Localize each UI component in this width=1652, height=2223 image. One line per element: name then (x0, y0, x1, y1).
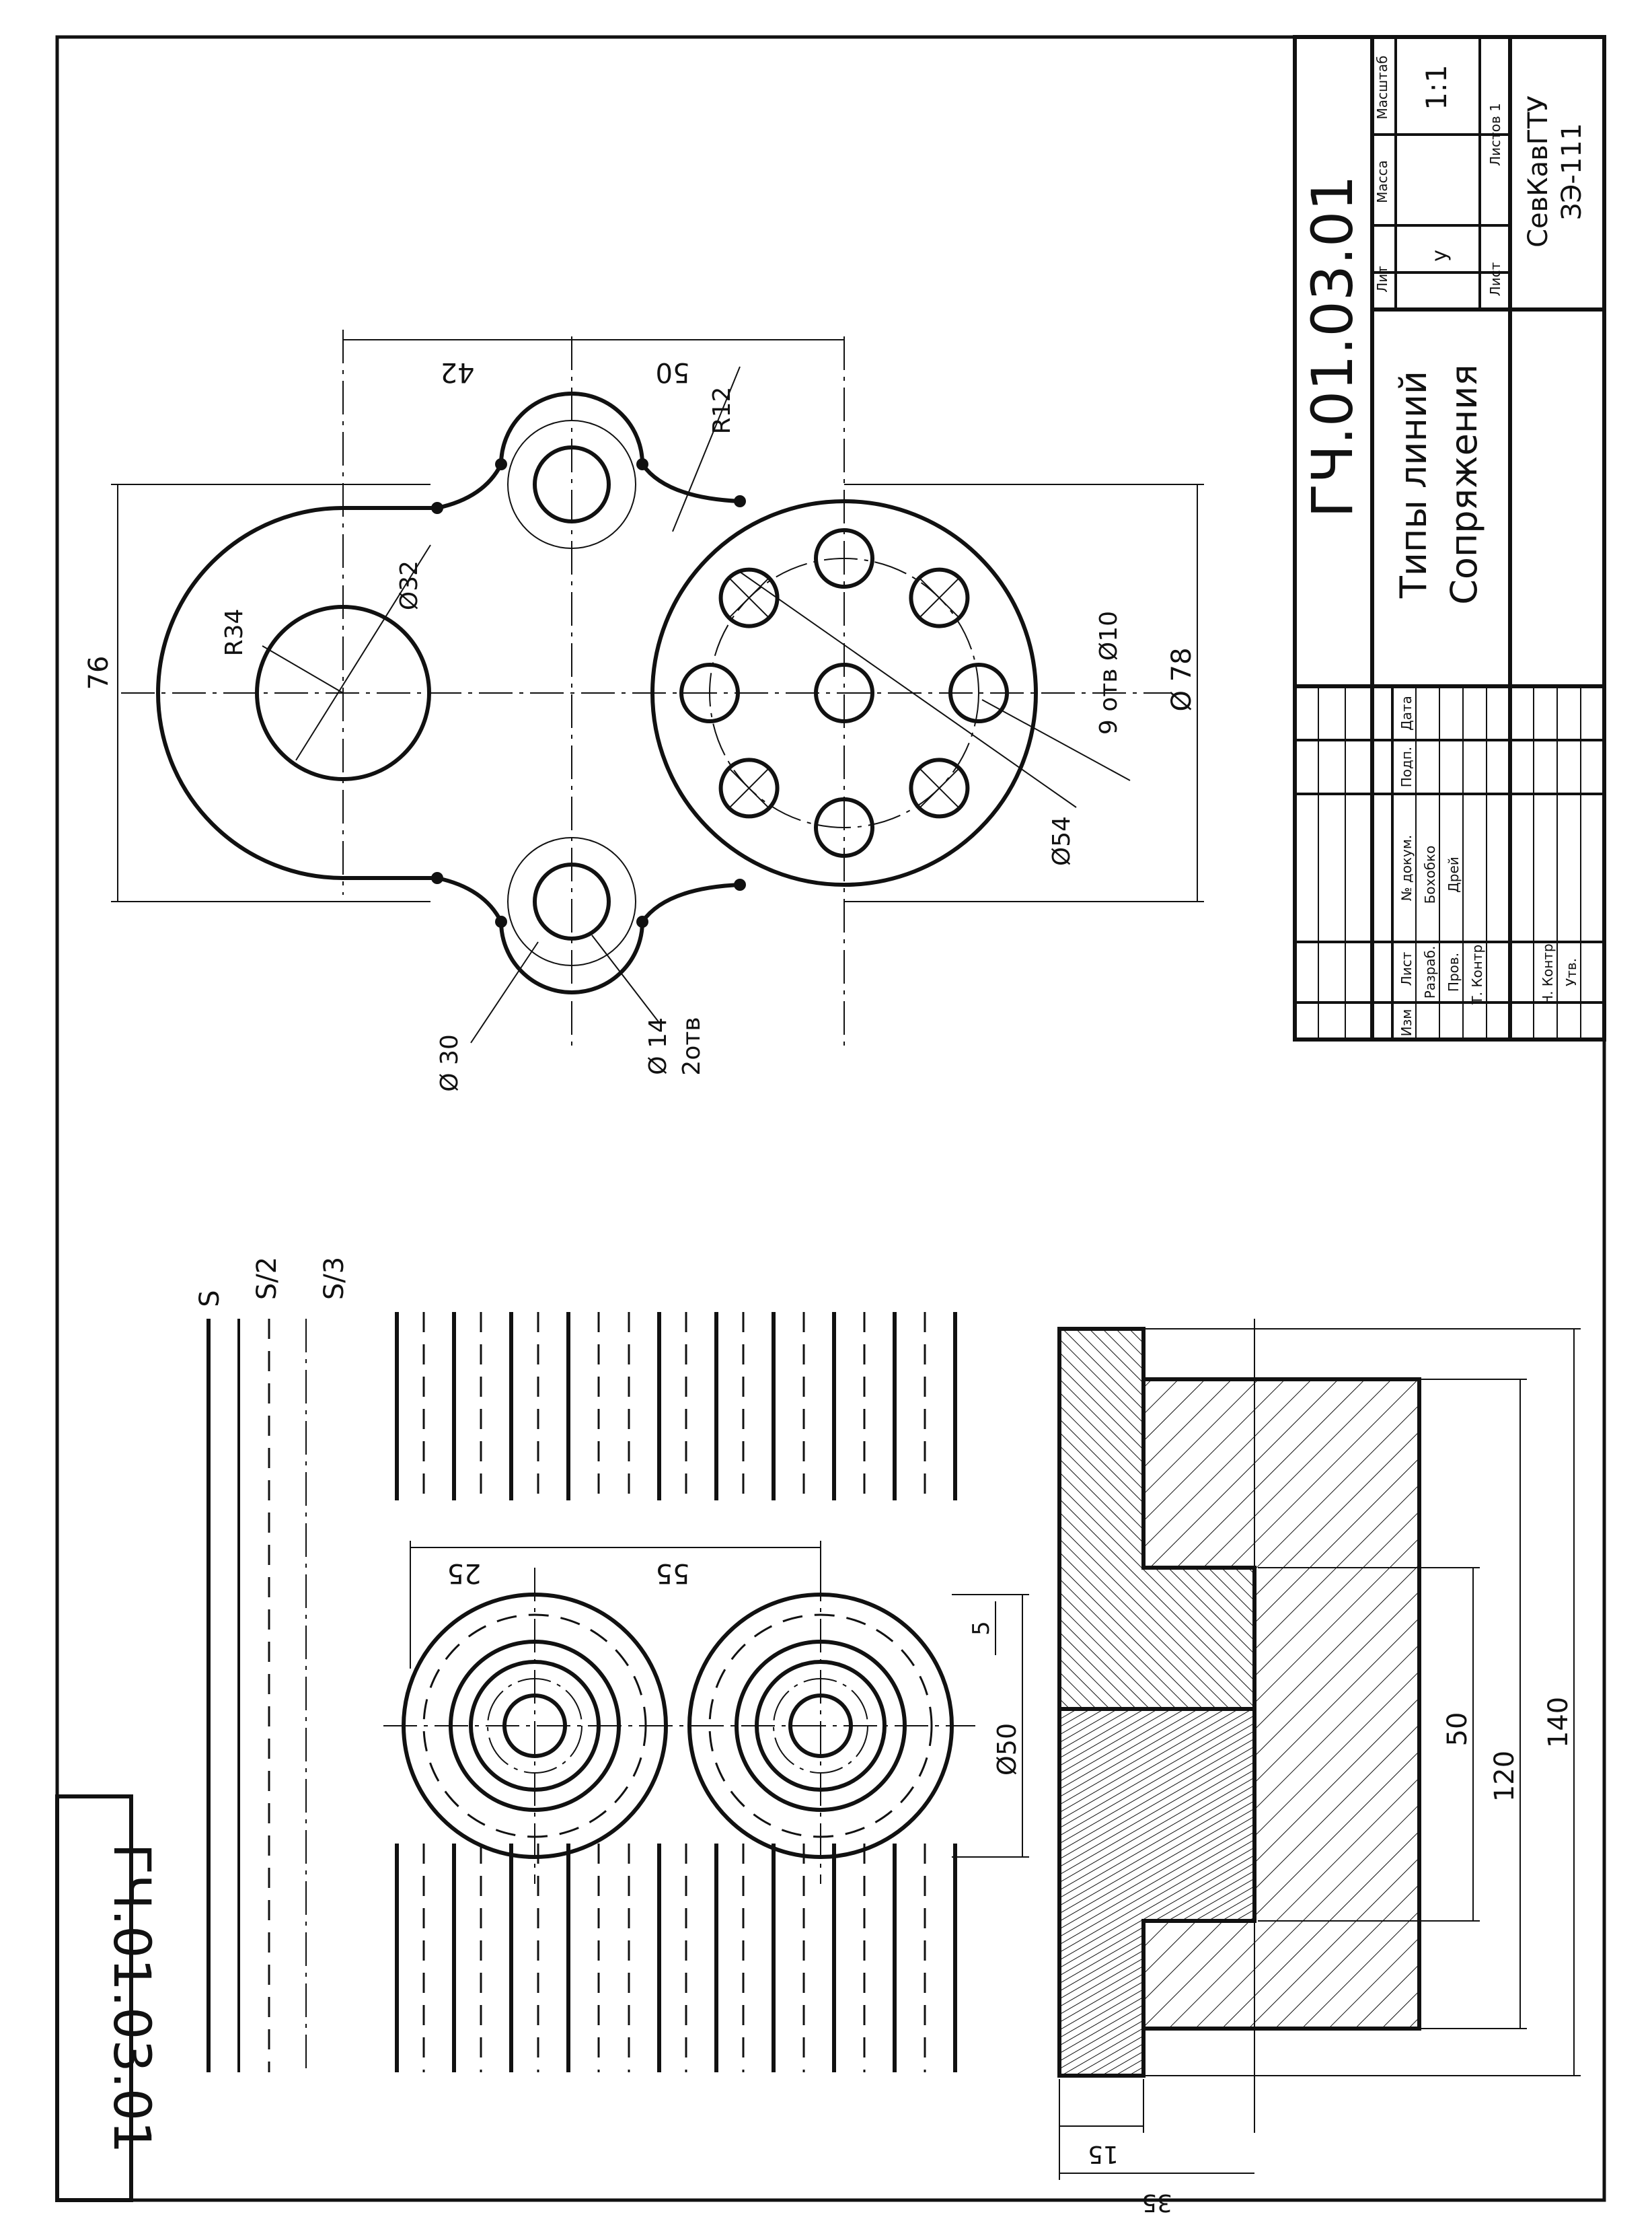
bolt-hole-cross (728, 577, 769, 618)
dim-r34: R34 (221, 609, 248, 657)
sheet-label: Лист (1487, 262, 1503, 296)
scale-value: 1:1 (1420, 65, 1453, 110)
hdr-list: Лист (1398, 951, 1415, 986)
dim-76: 76 (83, 656, 114, 690)
name-razrab: Бохобко (1422, 846, 1438, 904)
hdr-izm: Изм (1398, 1009, 1415, 1037)
letter-value: у (1428, 250, 1452, 262)
dim-50-top: 50 (656, 357, 690, 388)
bolt-hole-cross (919, 577, 960, 618)
code-tab-label: ГЧ.01.03.01 (102, 1843, 162, 2153)
code-tab: ГЧ.01.03.01 (55, 1794, 162, 2202)
dim-42: 42 (441, 357, 475, 388)
group: ЗЭ-111 (1556, 123, 1587, 220)
col-lit: Лит (1374, 266, 1390, 293)
col-mass: Масса (1374, 160, 1390, 203)
name-prov: Дрей (1446, 857, 1462, 893)
bolt-hole (814, 528, 874, 589)
bolt-hole (679, 663, 740, 723)
bolt-hole-cross (728, 768, 769, 809)
dim-h140: 140 (1543, 1697, 1574, 1748)
dim-w35: 35 (1141, 2189, 1172, 2216)
row-tkontr: Т. Контр. (1469, 940, 1485, 1005)
dim-w15: 15 (1088, 2140, 1119, 2168)
dim-h120: 120 (1489, 1751, 1520, 1802)
dim-5: 5 (968, 1621, 995, 1636)
bolt-hole (909, 758, 970, 819)
concentric-circles: 25 55 Ø50 5 (383, 1541, 1029, 1884)
line-types: S S/2 S/3 (194, 1257, 957, 2072)
row-utv: Утв. (1563, 958, 1579, 986)
hdr-sign: Подп. (1398, 747, 1415, 788)
title-block: ГЧ.01.03.01 Типы линий Сопряжения Лит Ма… (1293, 35, 1606, 1042)
title-code: ГЧ.01.03.01 (1300, 175, 1365, 518)
dim-d54: Ø54 (1048, 816, 1076, 866)
title-line-2: Сопряжения (1443, 364, 1485, 605)
linetype-s: S (194, 1290, 225, 1307)
row-prov: Пров. (1446, 953, 1462, 992)
dim-d78: Ø 78 (1166, 647, 1197, 711)
linetype-s2: S/2 (252, 1257, 283, 1300)
fillet-part-view: 42 50 R12 76 R34 Ø32 Ø 78 9 отв Ø10 Ø54 … (83, 330, 1204, 1092)
linetype-s3: S/3 (319, 1257, 350, 1300)
dim-d50: Ø50 (992, 1723, 1022, 1776)
dim-2otv: 2отв (678, 1017, 706, 1075)
bolt-holes (679, 528, 1009, 858)
dim-9-holes: 9 отв Ø10 (1095, 611, 1123, 735)
row-razrab: Разраб. (1422, 946, 1438, 999)
bolt-hole (948, 663, 1009, 723)
dim-h50: 50 (1442, 1712, 1473, 1747)
hdr-doc: № докум. (1398, 835, 1415, 902)
col-scale: Масштаб (1374, 55, 1390, 119)
section-view: 50 120 140 15 35 (1057, 1319, 1581, 2216)
dim-d30: Ø 30 (436, 1034, 463, 1092)
title-line-1: Типы линий (1392, 371, 1435, 599)
dim-d14: Ø 14 (644, 1017, 672, 1075)
bolt-hole (814, 663, 874, 723)
organization: СевКавГТУ (1523, 96, 1554, 248)
sheets-label: Листов 1 (1487, 103, 1503, 166)
dim-55: 55 (656, 1558, 690, 1589)
bolt-hole (718, 758, 780, 819)
bolt-hole (814, 797, 874, 858)
sheet-frame (55, 35, 1606, 2202)
dim-25: 25 (447, 1558, 482, 1589)
hdr-date: Дата (1398, 696, 1415, 731)
dim-d32: Ø32 (396, 560, 423, 610)
row-nkontr: Н. Контр. (1540, 939, 1556, 1005)
bolt-hole (909, 567, 970, 628)
bolt-hole-cross (919, 768, 960, 809)
